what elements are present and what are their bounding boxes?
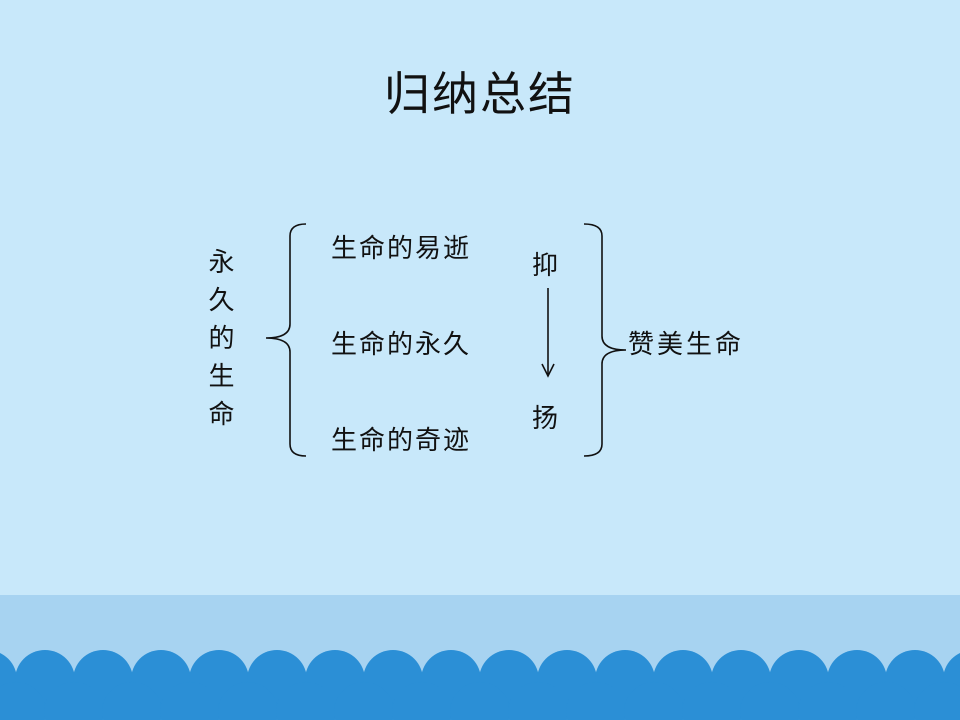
slide-title: 归纳总结 [384,67,576,121]
wave-decoration [0,650,960,720]
wave-scallop-low [0,682,46,720]
diagram-lines [265,223,627,457]
left-label-vertical: 永久的生命 [204,248,234,438]
item-eternity: 生命的永久 [331,330,472,360]
wave-scallop-low [392,682,452,720]
left-brace [265,223,307,457]
wave-scallop-low [508,682,568,720]
wave-scallop-low [160,682,220,720]
wave-scallop-low [334,682,394,720]
wave-scallop-low [218,682,278,720]
arrow-start-label: 抑 [532,251,559,281]
wave-scallop-low [450,682,510,720]
item-transience: 生命的易逝 [331,234,472,264]
wave-scallop-low [914,682,960,720]
wave-scallop-low [566,682,626,720]
wave-scallop-low [276,682,336,720]
wave-scallop-low [624,682,684,720]
wave-scallop-low [102,682,162,720]
conclusion-label: 赞美生命 [628,330,745,360]
down-arrow [541,288,555,378]
right-brace [583,223,627,457]
wave-scallop-low [740,682,800,720]
wave-scallop-low [44,682,104,720]
arrow-end-label: 扬 [532,404,559,434]
wave-scallop-low [798,682,858,720]
wave-scallop-low [682,682,742,720]
wave-scallop-low [856,682,916,720]
item-miracle: 生命的奇迹 [331,426,472,456]
